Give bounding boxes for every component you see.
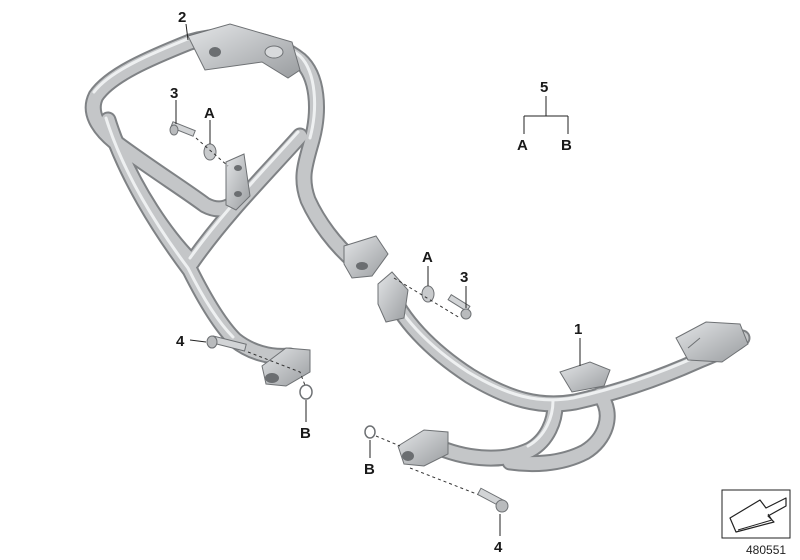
bolt-upper-left bbox=[169, 121, 196, 137]
bolt-lower-left bbox=[206, 335, 247, 352]
left-top-bracket bbox=[187, 23, 301, 79]
right-lower-mount-hole bbox=[402, 451, 414, 461]
callout-b-right: B bbox=[364, 461, 375, 478]
left-bottom-mount-hole bbox=[265, 373, 279, 383]
left-top-bracket-hole bbox=[209, 47, 221, 57]
dash-lower-left bbox=[247, 351, 307, 389]
callout-b-left: B bbox=[300, 425, 311, 442]
kit-bracket bbox=[523, 96, 569, 134]
callout-kit-a: A bbox=[517, 137, 528, 154]
right-front-pad-edge bbox=[687, 337, 701, 349]
left-rear-mount bbox=[343, 235, 389, 279]
callout-5: 5 bbox=[540, 79, 548, 96]
left-top-bracket-hole bbox=[264, 45, 284, 59]
callout-3-right: 3 bbox=[460, 269, 468, 286]
left-mid-bracket-hole bbox=[234, 191, 242, 197]
left-mid-bracket-hole bbox=[234, 165, 242, 171]
left-crash-bar bbox=[84, 28, 364, 365]
right-top-plate bbox=[559, 361, 611, 393]
arrow-icon bbox=[721, 489, 791, 539]
bolt-upper-right bbox=[447, 293, 472, 320]
right-lower-mount bbox=[397, 429, 449, 467]
callout-a-left: A bbox=[204, 105, 215, 122]
washer-left bbox=[299, 384, 313, 400]
callout-2: 2 bbox=[178, 9, 186, 26]
left-rear-mount-hole bbox=[356, 262, 368, 270]
callout-4-right: 4 bbox=[494, 539, 503, 556]
leader-2 bbox=[185, 23, 189, 41]
left-mid-bracket bbox=[225, 153, 251, 211]
right-upper-mount bbox=[377, 271, 409, 323]
leader-4-left bbox=[189, 339, 207, 343]
right-front-pad bbox=[675, 321, 749, 363]
washer-right bbox=[364, 425, 376, 439]
diagram-id: 480551 bbox=[746, 543, 786, 557]
callout-a-right: A bbox=[422, 249, 433, 266]
dash-upper-right bbox=[393, 277, 461, 319]
dash-upper-left bbox=[195, 137, 229, 167]
callout-1: 1 bbox=[574, 321, 582, 338]
callout-4-left: 4 bbox=[176, 333, 185, 350]
bolt-lower-right bbox=[476, 487, 509, 513]
callout-kit-b: B bbox=[561, 137, 572, 154]
callout-3-left: 3 bbox=[170, 85, 178, 102]
spacer-upper-right bbox=[421, 285, 435, 303]
